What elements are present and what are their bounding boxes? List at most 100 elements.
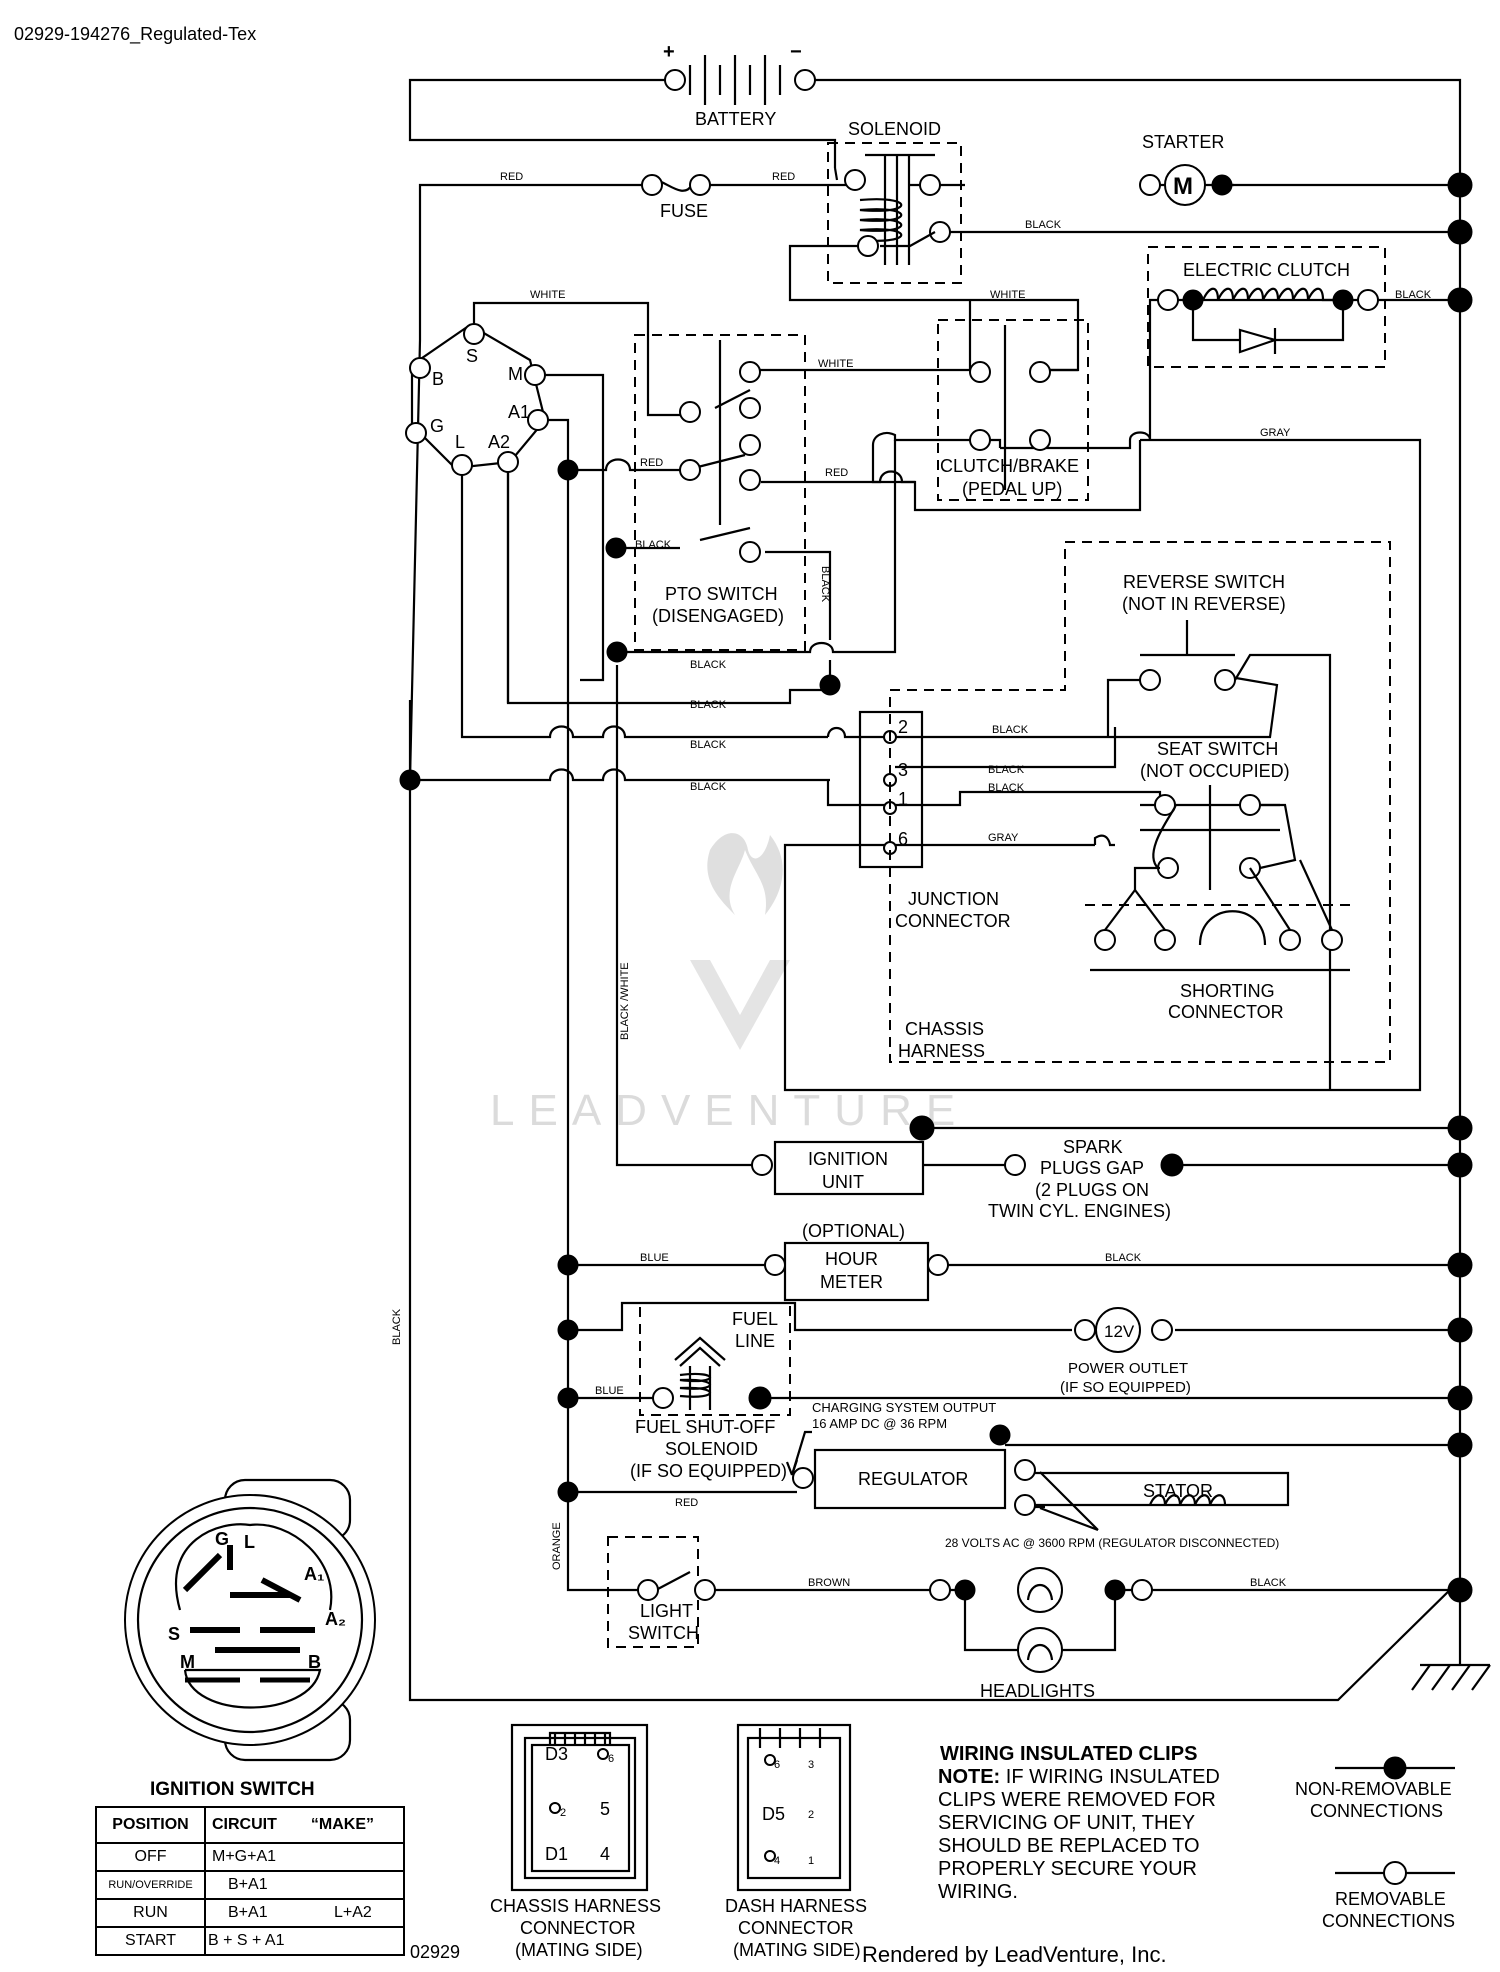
ign-face-m: M: [180, 1652, 195, 1672]
svg-text:BLUE: BLUE: [595, 1385, 624, 1397]
charging-note-l2: 16 AMP DC @ 36 RPM: [812, 1416, 947, 1431]
clips-note-l1: IF WIRING INSULATED: [1000, 1766, 1220, 1788]
svg-text:NOTE: IF WIRING INSULATED: NOTE: IF WIRING INSULATED: [938, 1766, 1220, 1788]
dash-connector-l2: CONNECTOR: [738, 1918, 854, 1938]
fuel-shutoff-l2: SOLENOID: [665, 1439, 758, 1459]
header-make-text: “MAKE”: [310, 1816, 374, 1833]
table-row: OFF M+G+A1: [95, 1842, 405, 1872]
svg-text:GRAY: GRAY: [1260, 427, 1291, 439]
hour-meter-l1: HOUR: [825, 1249, 878, 1269]
svg-text:RED: RED: [675, 1497, 698, 1509]
row-position: RUN: [95, 1898, 206, 1928]
svg-text:BLACK: BLACK: [690, 699, 727, 711]
row-make: [328, 1842, 405, 1872]
clips-note-l2: CLIPS WERE REMOVED FOR: [938, 1789, 1216, 1811]
svg-text:RED: RED: [640, 457, 663, 469]
shorting-connector: SHORTING CONNECTOR: [1085, 859, 1355, 1022]
svg-text:BROWN: BROWN: [808, 1577, 850, 1589]
dash-harness-connector: 6 3 D5 2 4 1 DASH HARNESS CONNECTOR (MAT…: [725, 1723, 867, 1960]
chassis-harness: CHASSIS HARNESS: [889, 541, 1391, 1063]
svg-text:RED: RED: [500, 171, 523, 183]
terminal-l: L: [455, 432, 465, 452]
row-position: START: [95, 1926, 206, 1956]
legend-removable-l2: CONNECTIONS: [1322, 1911, 1455, 1931]
seat-switch: SEAT SWITCH (NOT OCCUPIED): [1133, 739, 1297, 890]
connections-legend: NON-REMOVABLE CONNECTIONS REMOVABLE CONN…: [1295, 1756, 1455, 1931]
spark-plugs: SPARK PLUGS GAP (2 PLUGS ON TWIN CYL. EN…: [988, 1137, 1184, 1221]
dash-pin-6: 6: [774, 1759, 780, 1771]
charging-note-l1: CHARGING SYSTEM OUTPUT: [812, 1400, 996, 1415]
diagram-code: 02929-194276_Regulated-Tex: [14, 24, 256, 45]
row-circuit: B + S + A1: [205, 1926, 328, 1956]
svg-text:BLACK: BLACK: [988, 782, 1025, 794]
pto-switch-sub: (DISENGAGED): [652, 606, 784, 626]
svg-text:GRAY: GRAY: [988, 832, 1019, 844]
power-outlet-l2: (IF SO EQUIPPED): [1060, 1379, 1191, 1396]
regulator-label: REGULATOR: [858, 1469, 968, 1489]
fuel-shutoff-l3: (IF SO EQUIPPED): [630, 1461, 787, 1481]
seat-switch-sub: (NOT OCCUPIED): [1140, 761, 1290, 781]
headlights-label: HEADLIGHTS: [980, 1681, 1095, 1701]
electric-clutch-label: ELECTRIC CLUTCH: [1183, 260, 1350, 280]
table-header-circuit: CIRCUIT “MAKE”: [204, 1806, 405, 1844]
table-row: START B + S + A1: [95, 1926, 405, 1956]
legend-non-removable-l1: NON-REMOVABLE: [1295, 1779, 1452, 1799]
row-make: [328, 1926, 405, 1956]
reverse-switch: REVERSE SWITCH (NOT IN REVERSE): [1106, 572, 1332, 1090]
legend-non-removable-l2: CONNECTIONS: [1310, 1801, 1443, 1821]
row-circuit: B+A1: [205, 1898, 328, 1928]
starter-label: STARTER: [1142, 132, 1224, 152]
solenoid: SOLENOID: [827, 119, 962, 284]
electric-clutch: ELECTRIC CLUTCH: [1147, 246, 1386, 368]
reverse-switch-label: REVERSE SWITCH: [1123, 572, 1285, 592]
terminal-m: M: [508, 364, 523, 384]
terminal-b: B: [432, 369, 444, 389]
solenoid-label: SOLENOID: [848, 119, 941, 139]
ignition-unit-label: IGNITION: [808, 1149, 888, 1169]
shorting-sub: CONNECTOR: [1168, 1002, 1284, 1022]
clutch-brake-label: CLUTCH/BRAKE: [940, 456, 1079, 476]
svg-text:BLACK: BLACK: [690, 781, 727, 793]
dash-pin-2: 2: [808, 1809, 814, 1821]
svg-text:BLACK: BLACK: [391, 1308, 403, 1345]
table-row: RUN/OVERRIDE B+A1: [95, 1870, 405, 1900]
clips-note-title: WIRING INSULATED CLIPS: [940, 1743, 1197, 1765]
table-row: RUN B+A1 L+A2: [95, 1898, 405, 1928]
chassis-connector-l3: (MATING SIDE): [515, 1940, 643, 1960]
ignition-unit: IGNITION UNIT: [751, 1140, 925, 1196]
ign-face-s: S: [168, 1624, 180, 1644]
dash-pin-4: 4: [774, 1855, 780, 1867]
seat-switch-label: SEAT SWITCH: [1157, 739, 1278, 759]
ignition-switch-table: POSITION CIRCUIT “MAKE” OFF M+G+A1 RUN/OV…: [95, 1806, 405, 1956]
svg-text:BLACK: BLACK: [690, 739, 727, 751]
row-make: L+A2: [328, 1898, 405, 1928]
junction-sub: CONNECTOR: [895, 911, 1011, 931]
fuel-line-l2: LINE: [735, 1331, 775, 1351]
svg-text:WHITE: WHITE: [990, 289, 1025, 301]
ign-face-b: B: [308, 1652, 321, 1672]
terminal-a2: A2: [488, 432, 510, 452]
svg-text:BLACK: BLACK: [635, 539, 672, 551]
junction-pin-1: 1: [898, 789, 908, 809]
chassis-connector-l1: CHASSIS HARNESS: [490, 1896, 661, 1916]
ign-face-l: L: [244, 1532, 255, 1552]
junction-connector: 2 3 1 6 JUNCTION CONNECTOR: [858, 710, 1011, 931]
power-outlet-symbol: 12V: [1104, 1322, 1135, 1341]
pto-switch: PTO SWITCH (DISENGAGED): [605, 334, 806, 651]
table-header-position: POSITION: [95, 1806, 206, 1844]
light-switch-l2: SWITCH: [628, 1623, 699, 1643]
svg-text:BLACK /WHITE: BLACK /WHITE: [619, 962, 631, 1040]
chassis-pin-4: 4: [600, 1844, 610, 1864]
svg-text:BLACK: BLACK: [1105, 1252, 1142, 1264]
header-circuit-text: CIRCUIT: [212, 1816, 277, 1833]
spark-plugs-l3: (2 PLUGS ON: [1035, 1180, 1149, 1200]
svg-text:RED: RED: [772, 171, 795, 183]
svg-text:BLACK: BLACK: [819, 566, 831, 603]
row-position: RUN/OVERRIDE: [95, 1870, 206, 1900]
junction-pin-2: 2: [898, 717, 908, 737]
dash-pin-d5: D5: [762, 1804, 785, 1824]
fuse-label: FUSE: [660, 201, 708, 221]
starter-symbol: M: [1173, 173, 1193, 200]
clips-note-l5: PROPERLY SECURE YOUR: [938, 1858, 1197, 1880]
